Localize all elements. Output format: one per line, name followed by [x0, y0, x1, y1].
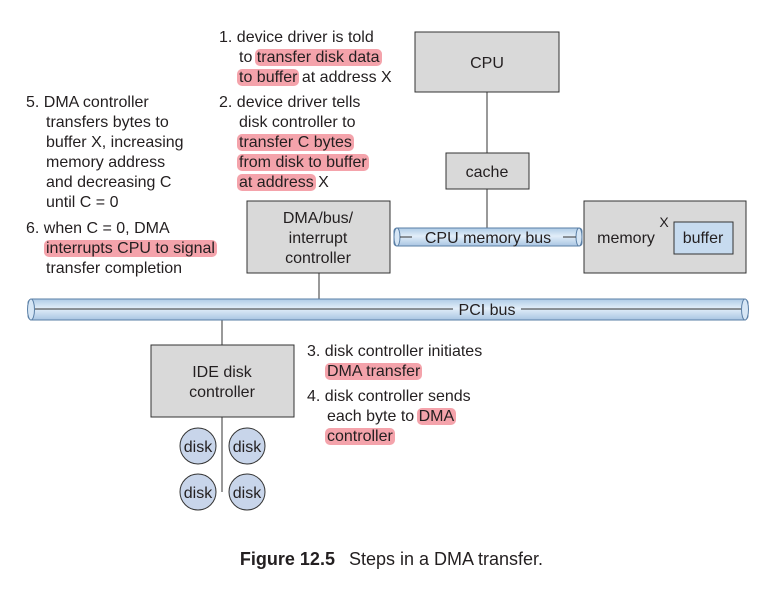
disk-4: disk	[228, 473, 266, 511]
dma-controller-box: DMA/bus/ interrupt controller	[246, 200, 391, 274]
step-text: disk controller to	[239, 114, 356, 131]
cpu-memory-bus-label: CPU memory bus	[425, 230, 551, 247]
disk-label: disk	[184, 439, 213, 456]
step-text: each byte to	[327, 408, 415, 425]
disk-label: disk	[233, 485, 262, 502]
step-text: at address X	[301, 69, 392, 86]
highlight: transfer disk data	[254, 49, 382, 66]
disk-label: disk	[184, 485, 213, 502]
step-number: 4.	[307, 388, 321, 405]
highlight: at address	[237, 174, 316, 191]
cache-label: cache	[466, 164, 509, 181]
cpu-box: CPU	[414, 31, 560, 93]
step-3: 3. disk controller initiates DMA transfe…	[307, 342, 482, 382]
ide-label-line1: IDE disk	[192, 364, 253, 381]
step-text: disk controller sends	[324, 388, 471, 405]
ide-label-line2: controller	[189, 384, 255, 401]
step-text: memory address	[46, 154, 166, 171]
dma-label-line3: controller	[285, 250, 351, 267]
buffer-box	[673, 221, 734, 255]
memory-label: memory	[597, 230, 655, 247]
dma-label-line1: DMA/bus/	[283, 210, 354, 227]
highlight: to buffer	[237, 69, 300, 86]
step-number: 5.	[26, 94, 40, 111]
step-5: 5. DMA controller transfers bytes to buf…	[26, 93, 184, 213]
dma-label-line2: interrupt	[289, 230, 348, 247]
step-text: transfers bytes to	[46, 114, 169, 131]
step-text: until C = 0	[46, 194, 119, 211]
disk-3: disk	[179, 473, 217, 511]
figure-caption: Figure 12.5 Steps in a DMA transfer.	[0, 549, 783, 570]
step-number: 1.	[219, 29, 233, 46]
disk-label: disk	[233, 439, 262, 456]
highlight: DMA transfer	[325, 363, 423, 380]
step-text: device driver tells	[236, 94, 361, 111]
cpu-memory-bus: CPU memory bus	[393, 227, 583, 247]
step-text: and decreasing C	[46, 174, 172, 191]
disk-1: disk	[179, 427, 217, 465]
step-number: 3.	[307, 343, 321, 360]
figure-label: Figure 12.5	[239, 549, 335, 569]
highlight: controller	[325, 428, 395, 445]
step-number: 2.	[219, 94, 233, 111]
pci-bus: PCI bus	[27, 298, 749, 321]
step-text: DMA controller	[43, 94, 149, 111]
step-4: 4. disk controller sends each byte to DM…	[307, 387, 471, 447]
figure-text: Steps in a DMA transfer.	[348, 549, 544, 569]
highlight: from disk to buffer	[237, 154, 369, 171]
buffer-label: buffer	[683, 230, 724, 247]
memory-box: memory buffer X	[583, 200, 747, 274]
step-1: 1. device driver is told to transfer dis…	[219, 28, 392, 88]
pci-bus-label: PCI bus	[459, 302, 516, 319]
step-2: 2. device driver tells disk controller t…	[219, 93, 369, 193]
step-text: disk controller initiates	[324, 343, 483, 360]
step-text: transfer completion	[46, 260, 183, 277]
disk-2: disk	[228, 427, 266, 465]
highlight: transfer C bytes	[237, 134, 354, 151]
highlight: DMA	[416, 408, 457, 425]
buffer-address-x: X	[659, 214, 669, 230]
step-text: to	[239, 49, 253, 66]
step-text: device driver is told	[236, 29, 374, 46]
cpu-label: CPU	[470, 55, 504, 72]
step-text: X	[318, 174, 329, 191]
step-text: buffer X, increasing	[46, 134, 184, 151]
step-text: when C = 0, DMA	[43, 220, 170, 237]
ide-controller-box: IDE disk controller	[150, 344, 295, 418]
step-number: 6.	[26, 220, 40, 237]
highlight: interrupts CPU to signal	[44, 240, 217, 257]
cache-box: cache	[445, 152, 530, 190]
step-6: 6. when C = 0, DMA interrupts CPU to sig…	[26, 219, 217, 279]
